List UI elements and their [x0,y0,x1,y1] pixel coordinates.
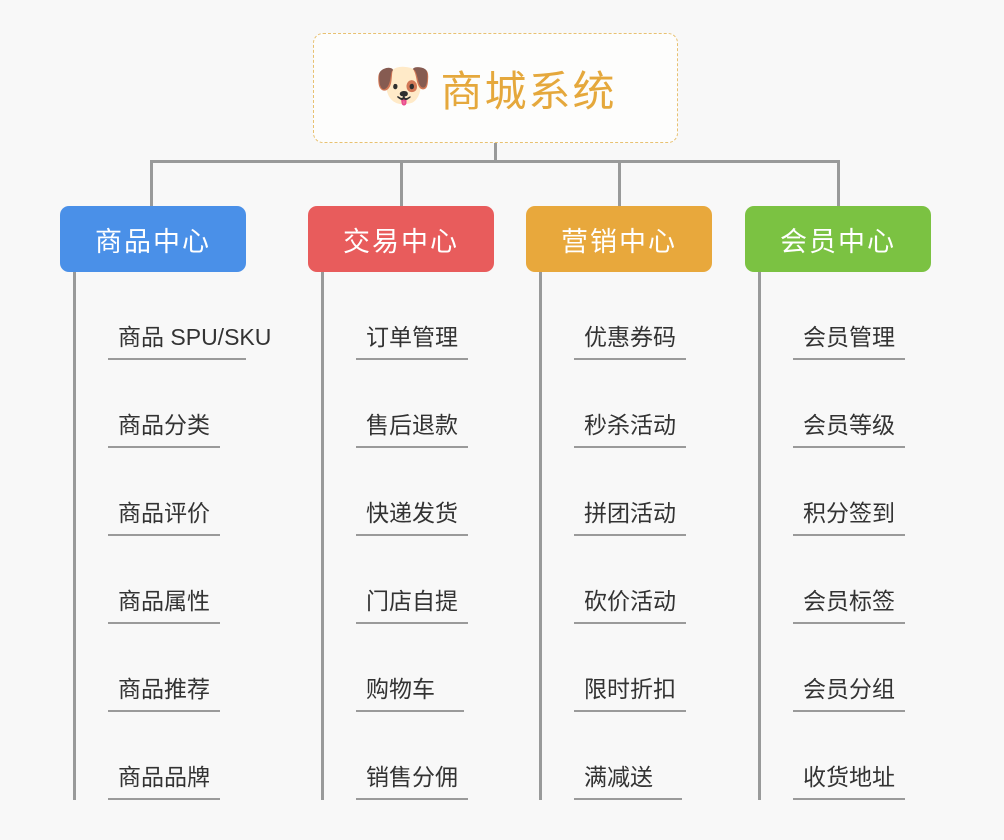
leaf-label: 收货地址 [793,758,905,800]
leaf-label: 购物车 [356,670,464,712]
connector-branch-drop-3 [618,160,621,206]
leaf-item[interactable]: 满减送 [542,712,712,800]
category-header-trade-center[interactable]: 交易中心 [308,206,494,272]
connector-horizontal-bus [150,160,840,163]
leaf-item[interactable]: 会员分组 [761,624,931,712]
leaf-list: 会员管理 会员等级 积分签到 会员标签 会员分组 收货地址 [758,272,931,800]
category-label: 营销中心 [561,226,677,257]
leaf-label: 商品属性 [108,582,220,624]
leaf-item[interactable]: 商品分类 [76,360,246,448]
leaf-label: 销售分佣 [356,758,468,800]
branch-marketing-center: 营销中心 优惠券码 秒杀活动 拼团活动 砍价活动 限时折扣 满减送 [526,206,712,800]
leaf-item[interactable]: 优惠券码 [542,272,712,360]
leaf-label: 砍价活动 [574,582,686,624]
branch-member-center: 会员中心 会员管理 会员等级 积分签到 会员标签 会员分组 收货地址 [745,206,931,800]
leaf-item[interactable]: 商品 SPU/SKU [76,272,271,360]
leaf-item[interactable]: 会员管理 [761,272,931,360]
category-header-product-center[interactable]: 商品中心 [60,206,246,272]
leaf-item[interactable]: 商品品牌 [76,712,246,800]
leaf-label: 限时折扣 [574,670,686,712]
leaf-item[interactable]: 砍价活动 [542,536,712,624]
leaf-label: 积分签到 [793,494,905,536]
leaf-label: 商品 SPU/SKU [108,318,271,360]
leaf-list: 订单管理 售后退款 快递发货 门店自提 购物车 销售分佣 [321,272,494,800]
leaf-label: 会员等级 [793,406,905,448]
leaf-label: 商品分类 [108,406,220,448]
leaf-label: 满减送 [574,758,682,800]
leaf-item[interactable]: 售后退款 [324,360,494,448]
category-header-member-center[interactable]: 会员中心 [745,206,931,272]
leaf-item[interactable]: 商品评价 [76,448,246,536]
leaf-label: 商品评价 [108,494,220,536]
connector-branch-drop-1 [150,160,153,206]
category-label: 商品中心 [95,226,211,257]
leaf-label: 售后退款 [356,406,468,448]
leaf-label: 会员分组 [793,670,905,712]
leaf-item[interactable]: 门店自提 [324,536,494,624]
leaf-label: 会员管理 [793,318,905,360]
leaf-item[interactable]: 限时折扣 [542,624,712,712]
leaf-label: 优惠券码 [574,318,686,360]
leaf-label: 门店自提 [356,582,468,624]
leaf-item[interactable]: 订单管理 [324,272,494,360]
leaf-label: 商品品牌 [108,758,220,800]
connector-branch-drop-4 [837,160,840,206]
leaf-label: 秒杀活动 [574,406,686,448]
leaf-label: 会员标签 [793,582,905,624]
leaf-item[interactable]: 会员等级 [761,360,931,448]
leaf-item[interactable]: 购物车 [324,624,494,712]
leaf-item[interactable]: 积分签到 [761,448,931,536]
leaf-item[interactable]: 收货地址 [761,712,931,800]
category-label: 会员中心 [780,226,896,257]
root-node[interactable]: 🐶 商城系统 [313,33,678,143]
leaf-item[interactable]: 拼团活动 [542,448,712,536]
leaf-item[interactable]: 商品属性 [76,536,246,624]
leaf-label: 快递发货 [356,494,468,536]
category-header-marketing-center[interactable]: 营销中心 [526,206,712,272]
leaf-label: 订单管理 [356,318,468,360]
leaf-list: 优惠券码 秒杀活动 拼团活动 砍价活动 限时折扣 满减送 [539,272,712,800]
leaf-label: 拼团活动 [574,494,686,536]
connector-root-stem [494,143,497,162]
shiba-dog-face-icon: 🐶 [374,59,432,111]
branch-trade-center: 交易中心 订单管理 售后退款 快递发货 门店自提 购物车 销售分佣 [308,206,494,800]
leaf-item[interactable]: 秒杀活动 [542,360,712,448]
leaf-list: 商品 SPU/SKU 商品分类 商品评价 商品属性 商品推荐 商品品牌 [73,272,271,800]
leaf-label: 商品推荐 [108,670,220,712]
leaf-item[interactable]: 商品推荐 [76,624,246,712]
leaf-item[interactable]: 快递发货 [324,448,494,536]
leaf-item[interactable]: 会员标签 [761,536,931,624]
leaf-item[interactable]: 销售分佣 [324,712,494,800]
branch-product-center: 商品中心 商品 SPU/SKU 商品分类 商品评价 商品属性 商品推荐 商品品牌 [60,206,271,800]
category-label: 交易中心 [343,226,459,257]
connector-branch-drop-2 [400,160,403,206]
root-title: 商城系统 [440,67,617,115]
